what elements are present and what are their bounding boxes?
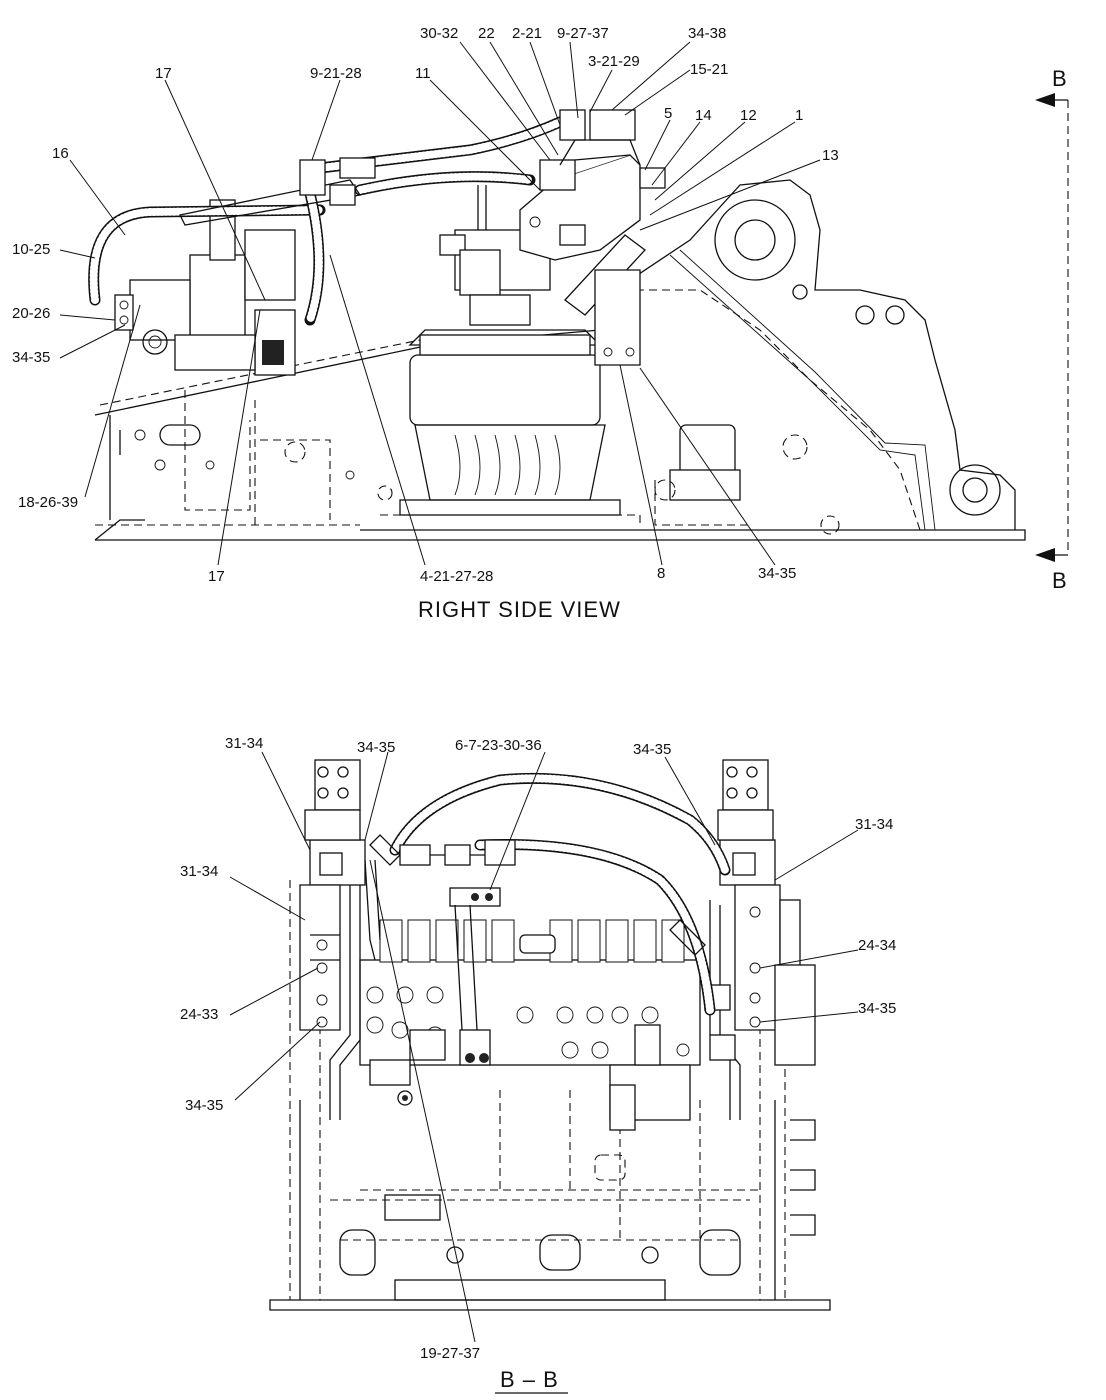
callout-11: 11: [415, 65, 431, 82]
callout-22: 22: [478, 25, 495, 42]
callout-30-32: 30-32: [420, 25, 458, 42]
callout-6-7-23-30-36: 6-7-23-30-36: [455, 737, 542, 754]
callout-18-26-39: 18-26-39: [18, 494, 78, 511]
right-side-view-drawing: [88, 93, 1069, 562]
callout-31-34-left: 31-34: [180, 863, 218, 880]
section-b-b-drawing: [269, 759, 831, 1311]
callout-24-34: 24-34: [858, 937, 896, 954]
callout-31-34-top-left: 31-34: [225, 735, 263, 752]
callout-34-35-right: 34-35: [858, 1000, 896, 1017]
callout-13: 13: [822, 147, 839, 164]
callout-34-35-top-right: 34-35: [633, 741, 671, 758]
callout-2-21: 2-21: [512, 25, 542, 42]
callout-12: 12: [740, 107, 757, 124]
callout-34-35-bottom-left: 34-35: [185, 1097, 223, 1114]
callout-8: 8: [657, 565, 665, 582]
callout-34-35-bottom: 34-35: [758, 565, 796, 582]
section-marker-bottom: B: [1052, 568, 1068, 593]
callout-4-21-27-28: 4-21-27-28: [420, 568, 493, 585]
right-side-view-leaders: [59, 41, 821, 566]
callout-9-21-28: 9-21-28: [310, 65, 362, 82]
callout-24-33: 24-33: [180, 1006, 218, 1023]
callout-20-26: 20-26: [12, 305, 50, 322]
callout-10-25: 10-25: [12, 241, 50, 258]
callout-34-35-left: 34-35: [12, 349, 50, 366]
section-b-b-leaders: [229, 751, 859, 1343]
right-side-view-title: RIGHT SIDE VIEW: [418, 597, 621, 622]
callout-5: 5: [664, 105, 672, 122]
callout-17-top: 17: [155, 65, 172, 82]
callout-3-21-29: 3-21-29: [588, 53, 640, 70]
callout-14: 14: [695, 107, 712, 124]
right-side-view-callouts: 30-32 22 2-21 9-27-37 34-38 3-21-29 15-2…: [12, 25, 839, 585]
callout-17-bottom: 17: [208, 568, 225, 585]
section-b-b-title: B – B: [500, 1367, 559, 1392]
callout-9-27-37: 9-27-37: [557, 25, 609, 42]
callout-31-34-right: 31-34: [855, 816, 893, 833]
callout-16: 16: [52, 145, 69, 162]
callout-34-35-top-left: 34-35: [357, 739, 395, 756]
section-marker-top: B: [1052, 66, 1068, 91]
callout-15-21: 15-21: [690, 61, 728, 78]
callout-19-27-37: 19-27-37: [420, 1345, 480, 1362]
callout-34-38: 34-38: [688, 25, 726, 42]
section-b-b-callouts: 31-34 34-35 6-7-23-30-36 34-35 31-34 31-…: [180, 735, 896, 1362]
callout-1: 1: [795, 107, 803, 124]
